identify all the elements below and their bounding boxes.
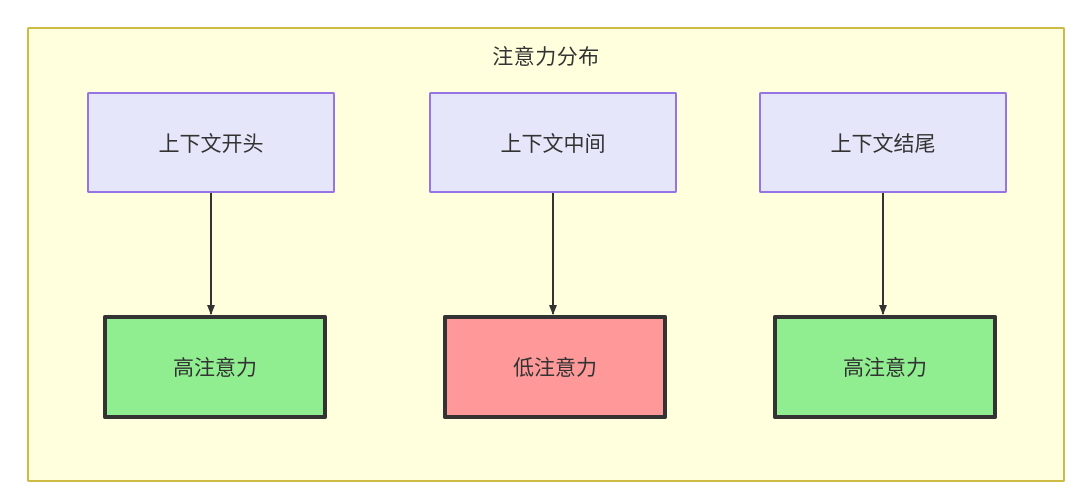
node-ctx-end[interactable]: 上下文结尾: [759, 92, 1007, 193]
node-ctx-start-label: 上下文开头: [158, 132, 264, 156]
node-ctx-start[interactable]: 上下文开头: [87, 92, 335, 193]
subgraph-title: 注意力分布: [492, 46, 600, 69]
node-attn-high-1-label: 高注意力: [173, 357, 257, 380]
node-ctx-middle[interactable]: 上下文中间: [429, 92, 677, 193]
node-ctx-end-label: 上下文结尾: [830, 132, 936, 156]
node-attn-low[interactable]: 低注意力: [443, 315, 667, 419]
node-attn-high-2[interactable]: 高注意力: [773, 315, 997, 419]
node-attn-high-2-label: 高注意力: [843, 357, 927, 380]
node-attn-high-1[interactable]: 高注意力: [103, 315, 327, 419]
node-ctx-middle-label: 上下文中间: [500, 132, 606, 156]
node-attn-low-label: 低注意力: [513, 357, 597, 380]
